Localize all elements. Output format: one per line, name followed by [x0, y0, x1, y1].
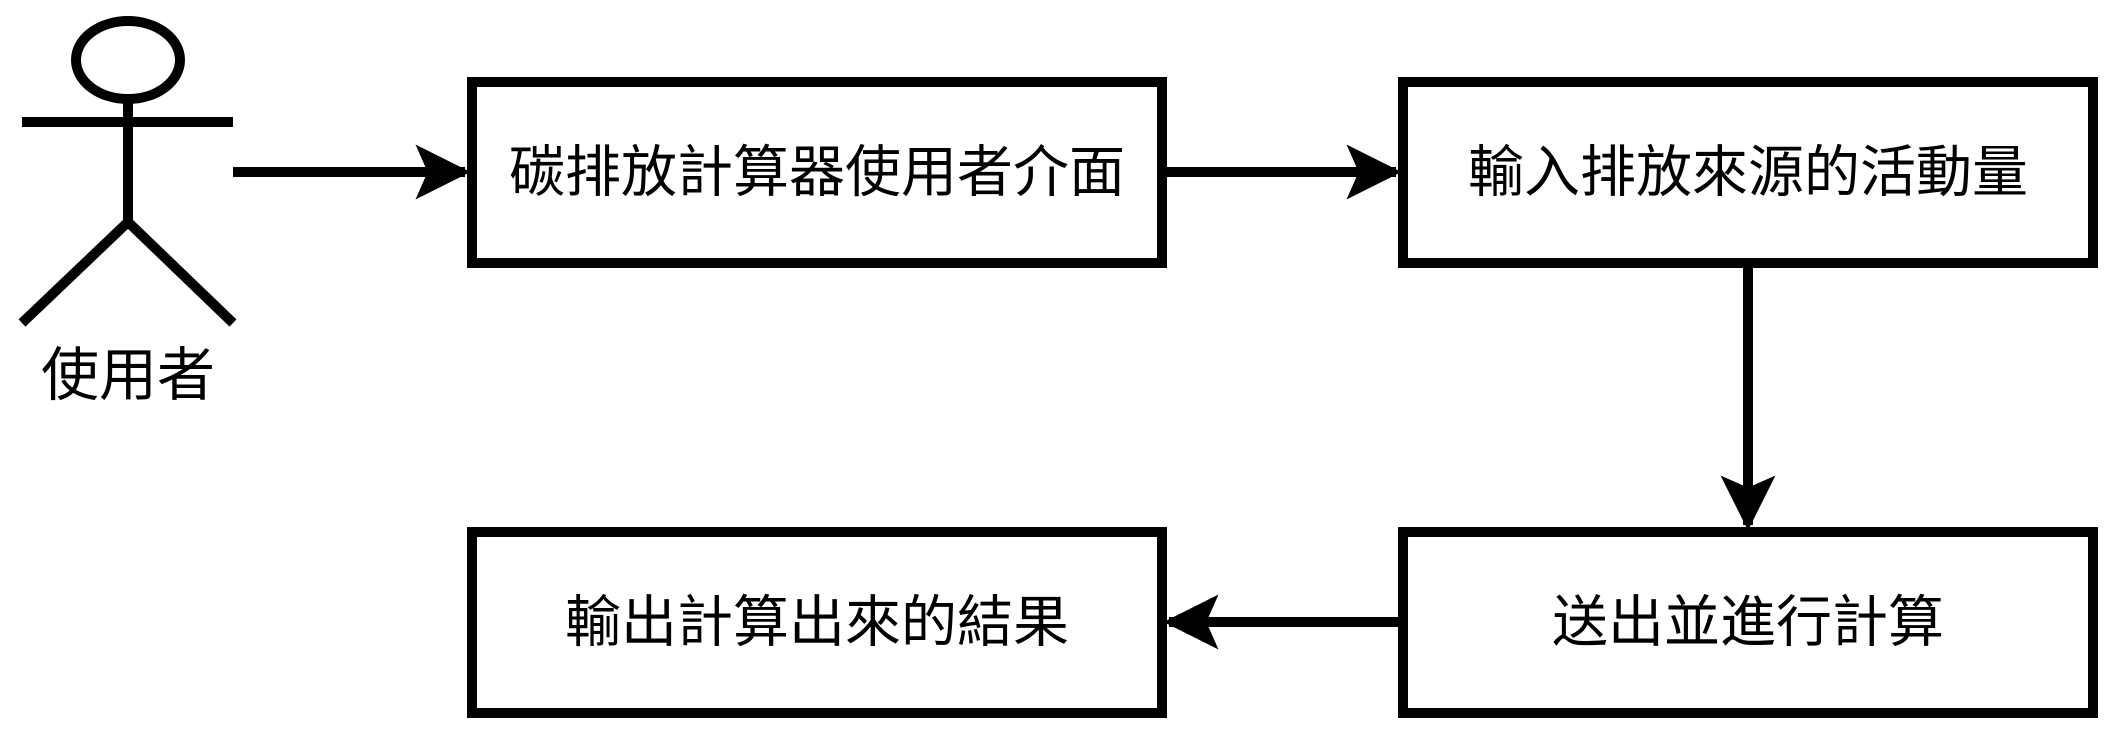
actor-head	[71, 16, 185, 104]
box-interface: 碳排放計算器使用者介面	[467, 77, 1167, 268]
box-interface-label: 碳排放計算器使用者介面	[509, 141, 1125, 206]
box-output: 輸出計算出來的結果	[467, 527, 1167, 718]
actor-right-leg	[124, 218, 237, 327]
box-compute-frame	[1398, 527, 2098, 718]
actor-left-leg	[18, 218, 132, 327]
box-compute: 送出並進行計算	[1398, 527, 2098, 718]
box-input: 輸入排放來源的活動量	[1398, 77, 2098, 268]
actor-label: 使用者	[41, 341, 215, 409]
actor-figure	[18, 16, 237, 327]
box-compute-label: 送出並進行計算	[1552, 591, 1944, 656]
box-input-frame	[1398, 77, 2098, 268]
box-output-frame	[467, 527, 1167, 718]
box-output-label: 輸出計算出來的結果	[565, 591, 1069, 656]
box-interface-frame	[467, 77, 1167, 268]
box-input-label: 輸入排放來源的活動量	[1468, 141, 2028, 206]
